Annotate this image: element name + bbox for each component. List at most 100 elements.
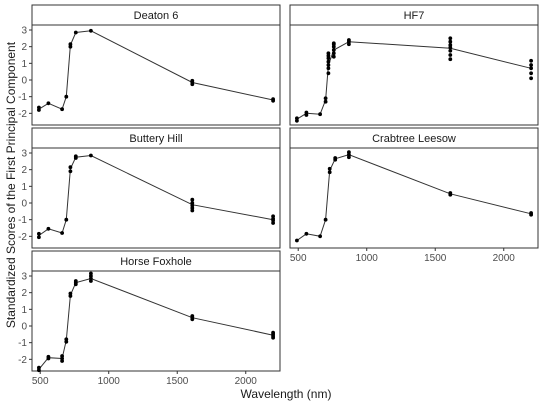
facet-buttery-hill: Buttery Hill -2 -1 0 1 2 3 xyxy=(18,127,281,249)
data-point xyxy=(327,170,332,175)
y-tick-label: 1 xyxy=(21,59,27,70)
y-tick-label: 3 xyxy=(21,272,27,283)
data-point xyxy=(448,191,453,195)
data-point xyxy=(46,101,51,106)
data-point xyxy=(46,226,51,231)
data-point xyxy=(323,99,328,104)
data-point xyxy=(304,113,309,117)
data-point xyxy=(323,96,328,101)
data-point xyxy=(448,43,453,47)
x-tick-label: 1500 xyxy=(424,253,447,264)
data-point xyxy=(448,39,453,44)
data-point xyxy=(89,271,93,276)
data-point xyxy=(318,234,322,239)
y-tick-label: -2 xyxy=(18,355,27,366)
data-point xyxy=(68,291,73,296)
y-tick-label: 2 xyxy=(21,288,27,299)
data-point xyxy=(295,118,299,123)
x-axis-title: Wavelength (nm) xyxy=(241,387,332,401)
data-point xyxy=(60,231,64,235)
y-tick-label: 0 xyxy=(21,322,27,333)
panel-frame xyxy=(31,270,281,372)
data-point xyxy=(347,38,351,42)
panel-frame xyxy=(289,24,539,126)
y-tick-label: 0 xyxy=(21,76,27,87)
data-point xyxy=(68,42,73,47)
data-point xyxy=(60,107,64,112)
data-point xyxy=(190,82,195,87)
data-point xyxy=(326,51,331,56)
data-point xyxy=(271,98,275,103)
x-tick-label: 1000 xyxy=(98,376,121,387)
series-line-crabtree-leesow xyxy=(296,154,532,241)
facet-title: Deaton 6 xyxy=(134,10,179,22)
data-point xyxy=(37,368,41,373)
data-point xyxy=(64,94,69,99)
y-tick-label: 3 xyxy=(21,26,27,37)
x-tick-label: 500 xyxy=(290,253,307,264)
data-point xyxy=(333,156,338,160)
data-point xyxy=(448,48,453,53)
data-point xyxy=(529,58,533,63)
x-tick-label: 1500 xyxy=(166,376,189,387)
data-point xyxy=(448,53,453,57)
x-tick-label: 2000 xyxy=(493,253,516,264)
facet-deaton-6: Deaton 6 -2 -1 0 1 2 3 xyxy=(18,4,281,126)
data-point xyxy=(89,153,93,158)
y-tick-label: 2 xyxy=(21,165,27,176)
data-point xyxy=(529,63,533,67)
data-point xyxy=(529,66,533,71)
x-tick-label: 500 xyxy=(32,376,49,387)
data-point xyxy=(271,335,275,340)
data-point xyxy=(190,208,195,213)
data-point xyxy=(347,150,351,155)
data-point xyxy=(327,166,332,171)
series-line-deaton-6 xyxy=(38,30,274,110)
data-point xyxy=(73,279,78,283)
y-tick-label: 2 xyxy=(21,42,27,53)
y-tick-label: -2 xyxy=(18,232,27,243)
data-point xyxy=(68,165,73,170)
y-tick-label: -1 xyxy=(18,338,27,349)
y-tick-label: 1 xyxy=(21,305,27,316)
y-tick-label: 1 xyxy=(21,182,27,193)
y-tick-label: -1 xyxy=(18,92,27,103)
data-point xyxy=(448,57,453,62)
data-point xyxy=(331,48,336,52)
data-point xyxy=(304,231,309,236)
data-point xyxy=(326,59,331,64)
data-point xyxy=(326,63,331,67)
data-point xyxy=(68,169,73,174)
data-point xyxy=(37,235,41,240)
panel-frame xyxy=(31,147,281,249)
data-point xyxy=(60,359,64,363)
facet-title: Horse Foxhole xyxy=(120,256,192,268)
series-line-horse-foxhole xyxy=(38,277,274,370)
data-point xyxy=(37,231,41,236)
y-tick-label: -1 xyxy=(18,215,27,226)
y-axis-title: Standardized Scores of the First Princip… xyxy=(4,41,18,328)
data-point xyxy=(331,41,336,46)
data-point xyxy=(64,217,69,222)
y-tick-label: 3 xyxy=(21,149,27,160)
panel-frame xyxy=(289,147,539,249)
data-point xyxy=(448,36,453,41)
x-tick-label: 2000 xyxy=(235,376,258,387)
facet-horse-foxhole: Horse Foxhole -2 -1 0 1 2 3 500 1000 1500 2000 xyxy=(18,250,281,387)
facet-title: Buttery Hill xyxy=(129,133,182,145)
data-point xyxy=(529,76,533,81)
data-point xyxy=(73,154,78,159)
data-point xyxy=(529,71,533,76)
y-tick-label: -2 xyxy=(18,109,27,120)
y-tick-label: 0 xyxy=(21,199,27,210)
data-point xyxy=(318,112,322,117)
data-point xyxy=(323,217,328,222)
facet-title: Crabtree Leesow xyxy=(372,133,456,145)
series-line-buttery-hill xyxy=(38,154,274,236)
data-point xyxy=(295,238,299,243)
data-point xyxy=(271,221,275,225)
data-point xyxy=(37,108,41,112)
